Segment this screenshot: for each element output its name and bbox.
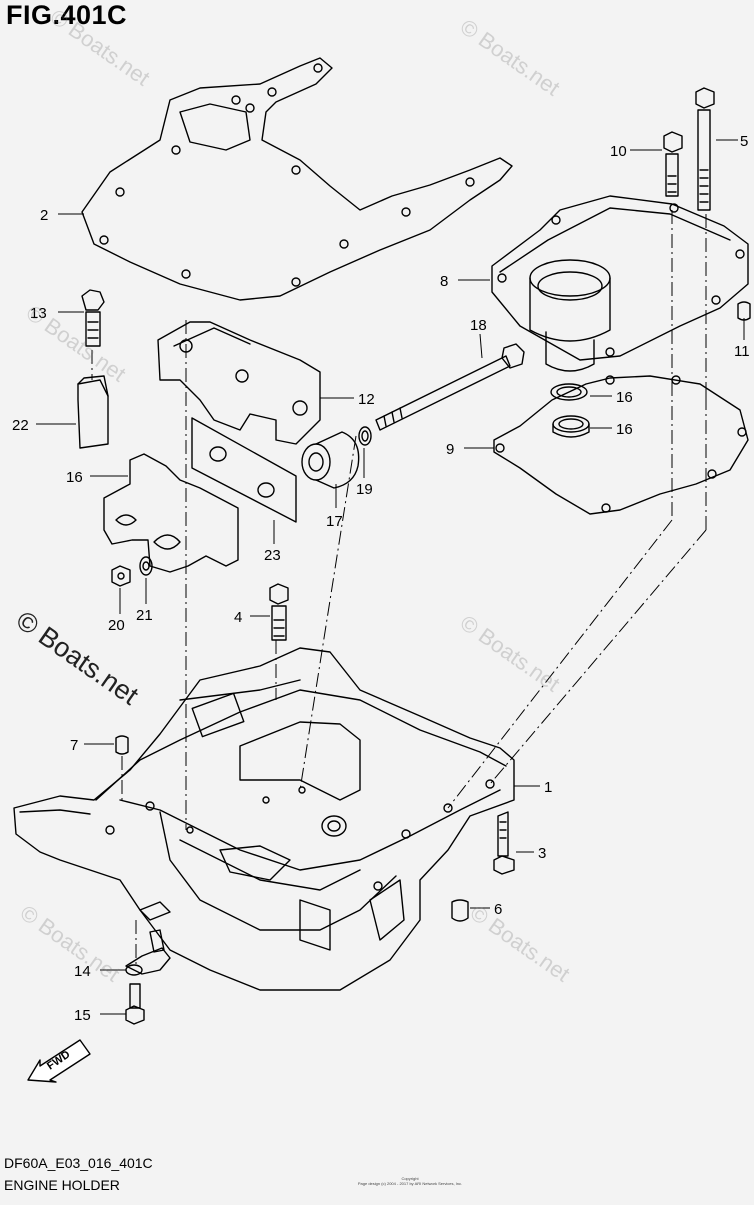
plate-part-23 — [77, 375, 109, 449]
callout-16b: 16 — [616, 421, 633, 438]
alignment-lines — [91, 210, 707, 966]
bolt-part-15 — [125, 983, 145, 1025]
callout-24: 23 — [264, 547, 281, 564]
bolt-part-19 — [375, 343, 525, 431]
bolt-part-10 — [663, 131, 683, 197]
dowel-part-6 — [451, 899, 469, 922]
callout-6: 6 — [494, 901, 502, 918]
callout-labels: 2 10 5 8 13 18 11 12 16 16 22 9 16 19 17… — [12, 133, 750, 1072]
copyright-line: Copyright — [401, 1176, 419, 1181]
dowel-part-11 — [737, 301, 751, 321]
figure-code: DF60A_E03_016_401C — [4, 1155, 153, 1171]
figure-title: FIG.401C — [6, 0, 128, 30]
holder-part-12 — [157, 321, 321, 445]
callout-2: 2 — [40, 207, 48, 224]
o-ring-part-16 — [550, 383, 590, 438]
fwd-arrow-icon — [27, 1039, 91, 1083]
bolt-part-4 — [269, 583, 289, 641]
callout-15: 15 — [74, 1007, 91, 1024]
dowel-part-7 — [115, 735, 129, 755]
callout-8: 8 — [440, 273, 448, 290]
nut-part-21 — [111, 565, 131, 587]
callout-19: 18 — [470, 317, 487, 334]
leader-lines — [36, 139, 745, 1015]
callout-14: 14 — [74, 963, 91, 980]
bolt-part-3 — [493, 811, 515, 875]
callout-9: 9 — [446, 441, 454, 458]
gasket-part-2 — [81, 57, 513, 301]
gasket-part-9 — [493, 375, 749, 515]
fitting-part-14 — [125, 929, 171, 976]
callout-7: 7 — [70, 737, 78, 754]
callout-13: 13 — [30, 305, 47, 322]
callout-23: 22 — [12, 417, 29, 434]
washer-part-20 — [358, 426, 372, 446]
copyright-notice: Copyright Page design (c) 2004 - 2017 by… — [340, 1176, 480, 1186]
callout-16a: 16 — [616, 389, 633, 406]
callout-21: 20 — [108, 617, 125, 634]
callout-17: 16 — [66, 469, 83, 486]
callout-18: 17 — [326, 513, 343, 530]
callout-20: 19 — [356, 481, 373, 498]
bolt-part-13 — [81, 289, 105, 347]
copyright-line: Page design (c) 2004 - 2017 by ARI Netwo… — [357, 1181, 463, 1186]
callout-4: 4 — [234, 609, 242, 626]
cover-plate-part-8 — [491, 195, 749, 372]
bracket-part-17 — [103, 453, 239, 573]
callout-1: 1 — [544, 779, 552, 796]
washer-part-22 — [139, 556, 153, 576]
callout-5: 5 — [740, 133, 748, 150]
bushing-part-18 — [301, 431, 360, 489]
bolt-part-5 — [695, 87, 715, 211]
callout-22: 21 — [136, 607, 153, 624]
callout-3: 3 — [538, 845, 546, 862]
engine-holder-part-1 — [13, 647, 515, 991]
figure-name: ENGINE HOLDER — [4, 1177, 120, 1193]
callout-12: 12 — [358, 391, 375, 408]
plate-part-24 — [191, 417, 297, 523]
callout-10: 10 — [610, 143, 627, 160]
callout-11: 11 — [734, 343, 750, 360]
